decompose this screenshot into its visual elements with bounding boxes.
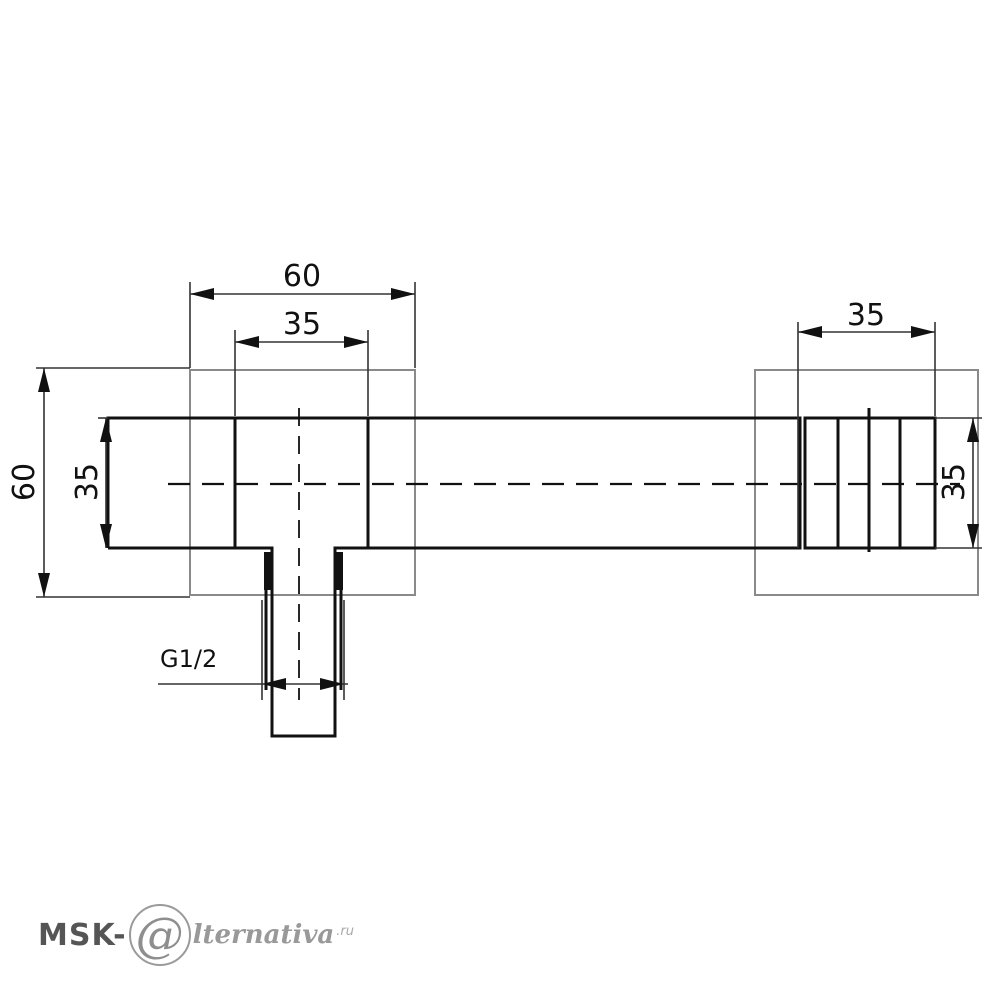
dim-arrow — [320, 678, 344, 690]
dim-arrow — [262, 678, 286, 690]
watermark-prefix: MSK- — [38, 917, 127, 953]
outlet-seal-left — [264, 552, 273, 590]
left-rosette-outline — [189, 369, 416, 596]
dim-arrow — [100, 524, 112, 548]
dim-arrow — [911, 326, 935, 338]
dim-arrow — [38, 573, 50, 597]
dim-arrow — [798, 326, 822, 338]
dim-label-60-left: 60 — [7, 463, 42, 501]
at-sign-icon: @ — [128, 904, 191, 966]
watermark-tld: .ru — [336, 923, 354, 939]
dim-label-35-right: 35 — [937, 463, 972, 501]
outlet-pipe — [235, 546, 368, 738]
body-outline — [106, 416, 802, 550]
dim-label-35-top: 35 — [283, 307, 321, 342]
right-rosette-outline — [754, 369, 979, 596]
dim-label-35-top-right: 35 — [847, 298, 885, 333]
dim-label-35-left: 35 — [70, 463, 105, 501]
dim-arrow — [967, 418, 979, 442]
dim-arrow — [38, 368, 50, 392]
dim-label-60-top: 60 — [283, 259, 321, 294]
dim-arrow — [967, 524, 979, 548]
thread-label: G1/2 — [160, 645, 217, 673]
watermark-suffix: lternativa — [192, 920, 335, 950]
dim-arrow — [235, 336, 259, 348]
watermark-logo: MSK- @ lternativa .ru — [38, 900, 354, 970]
dim-arrow — [391, 288, 415, 300]
outlet-seal-right — [334, 552, 343, 590]
dim-arrow — [100, 418, 112, 442]
dim-arrow — [190, 288, 214, 300]
dim-arrow — [344, 336, 368, 348]
